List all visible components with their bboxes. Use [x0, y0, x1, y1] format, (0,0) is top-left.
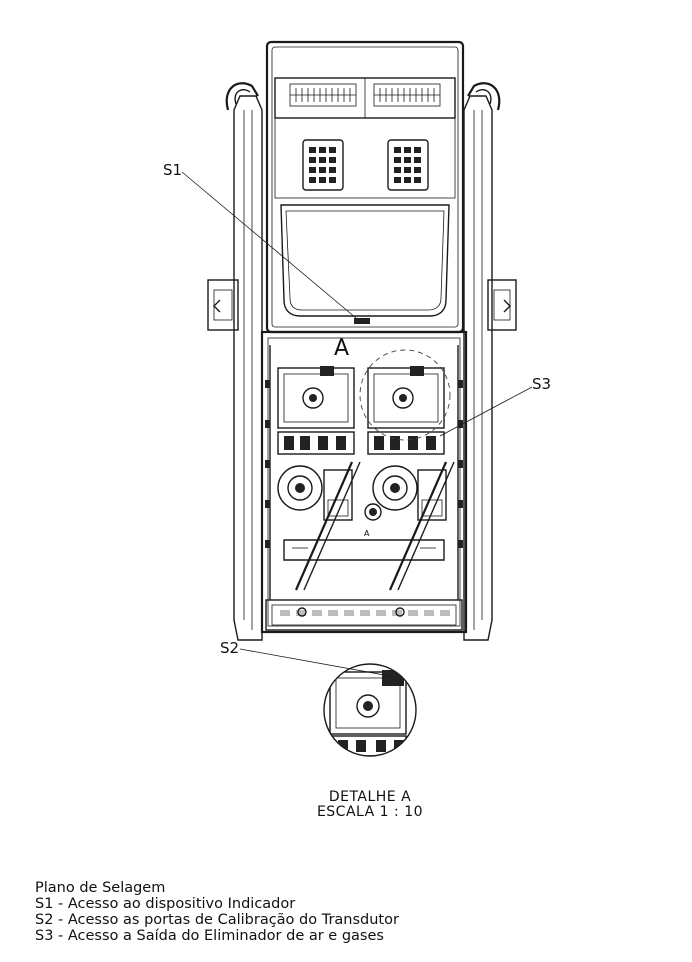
legend-item-s2: S2 - Acesso as portas de Calibração do T… [35, 912, 399, 928]
section-label-a-small: A [364, 529, 370, 538]
right-hose-hook [467, 82, 501, 111]
legend-title: Plano de Selagem [35, 880, 166, 896]
detail-scale: ESCALA 1 : 10 [316, 804, 424, 820]
callout-s2: S2 [220, 639, 240, 657]
detail-title: DETALHE A [328, 789, 412, 805]
hydraulic-cabinet [260, 330, 468, 634]
legend-item-s3: S3 - Acesso a Saída do Eliminador de ar … [35, 928, 384, 944]
right-side-column [463, 95, 517, 641]
legend-item-s1: S1 - Acesso ao dispositivo Indicador [35, 896, 296, 912]
left-side-column [207, 95, 263, 641]
left-hose-hook [225, 82, 259, 111]
detail-caption: DETALHE A ESCALA 1 : 10 [300, 790, 440, 820]
leader-lines [181, 171, 533, 677]
callout-s3: S3 [532, 375, 552, 393]
section-label-a: A [334, 336, 350, 361]
sealing-plan-legend: Plano de Selagem S1 - Acesso ao disposit… [35, 880, 399, 944]
detail-a-view [323, 663, 417, 757]
callout-s1: S1 [163, 161, 183, 179]
dispenser-head [265, 40, 465, 334]
